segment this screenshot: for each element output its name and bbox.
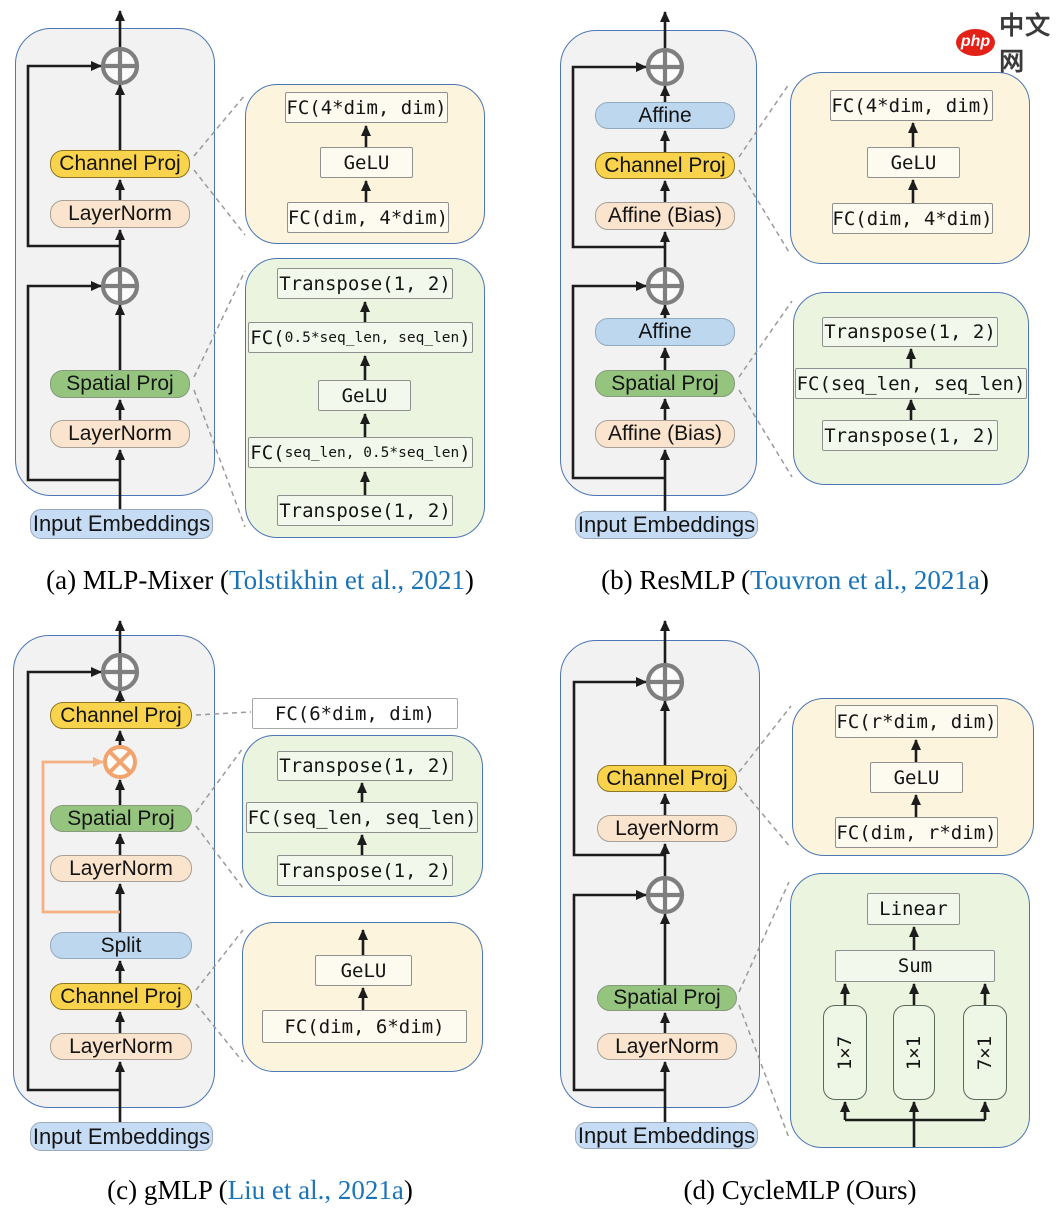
fc-box: FC(dim, 6*dim) [262, 1010, 467, 1043]
wires-b [571, 11, 918, 514]
spatial-proj-d: Spatial Proj [597, 985, 737, 1011]
input-embeddings-d: Input Embeddings [575, 1122, 758, 1149]
layernorm-d-bottom: LayerNorm [597, 1033, 737, 1060]
fc-box: FC(6*dim, dim) [252, 698, 458, 729]
add-node-icon [100, 46, 140, 86]
fc-box: FC(seq_len, 0.5*seq_len) [248, 437, 473, 468]
transpose-box: Transpose(1, 2) [277, 855, 453, 886]
caption-text: (a) MLP-Mixer ( [46, 565, 230, 595]
add-node-icons [100, 46, 685, 915]
channel-proj-c-bottom: Channel Proj [50, 983, 192, 1010]
caption-text: (d) CycleMLP (Ours) [683, 1175, 917, 1205]
layernorm-c-bottom: LayerNorm [50, 1033, 192, 1060]
fc-box: FC(4*dim, dim) [285, 92, 448, 123]
fc-box: FC(r*dim, dim) [835, 705, 998, 738]
caption-text: ) [403, 1175, 413, 1205]
gate-wire-c [41, 757, 120, 914]
mixer-block-d [560, 640, 760, 1108]
channel-proj-c-top: Channel Proj [50, 702, 192, 729]
linear-box: Linear [867, 893, 960, 925]
sum-box: Sum [835, 950, 995, 982]
transpose-box: Transpose(1, 2) [822, 317, 998, 347]
kernel-box-1x7: 1×7 [823, 1005, 867, 1100]
kernel-label: 1×7 [833, 1035, 856, 1070]
kernel-box-1x1: 1×1 [893, 1005, 935, 1100]
caption-text: (b) ResMLP ( [601, 565, 751, 595]
fc-post: ) [459, 326, 471, 349]
transpose-box: Transpose(1, 2) [822, 420, 998, 451]
wires-a [26, 10, 371, 512]
input-embeddings-b: Input Embeddings [575, 511, 758, 539]
fc-box: FC(seq_len, seq_len) [795, 368, 1027, 399]
fc-box: FC(0.5*seq_len, seq_len) [248, 322, 473, 353]
gelu-box: GeLU [318, 380, 411, 411]
fc-box: FC(4*dim, dim) [830, 90, 993, 121]
spatial-proj-c: Spatial Proj [50, 805, 192, 832]
php-cn-logo[interactable]: php 中文网 [956, 6, 1060, 78]
wires-c [26, 620, 368, 1124]
citation-link[interactable]: Touvron et al., 2021a [750, 565, 980, 595]
kernel-label: 7×1 [973, 1035, 996, 1070]
channel-proj-b: Channel Proj [595, 152, 735, 179]
add-node-icon [645, 662, 685, 702]
gelu-box: GeLU [320, 147, 413, 178]
caption-d: (d) CycleMLP (Ours) [545, 1170, 1055, 1208]
caption-a: (a) MLP-Mixer (Tolstikhin et al., 2021) [5, 560, 515, 600]
add-node-icon [645, 875, 685, 915]
split-c: Split [50, 932, 192, 959]
input-embeddings-c: Input Embeddings [30, 1122, 213, 1151]
fc-post: ) [459, 441, 471, 464]
gelu-box: GeLU [870, 762, 963, 793]
fc-pre: FC( [250, 326, 285, 349]
gelu-box: GeLU [315, 955, 412, 986]
multiply-node-icon [103, 745, 137, 779]
layernorm-a-bottom: LayerNorm [50, 420, 190, 448]
spatial-proj-a: Spatial Proj [50, 370, 190, 398]
add-node-icon [645, 47, 685, 87]
caption-b: (b) ResMLP (Touvron et al., 2021a) [545, 560, 1045, 600]
wires-d [572, 620, 990, 1147]
caption-text: (c) gMLP ( [107, 1175, 228, 1205]
transpose-box: Transpose(1, 2) [277, 495, 453, 526]
spatial-proj-b: Spatial Proj [595, 370, 735, 397]
fc-box: FC(dim, 4*dim) [287, 202, 449, 233]
affine-b-top: Affine [595, 102, 735, 129]
add-node-icon [645, 266, 685, 306]
fc-args: 0.5*seq_len, seq_len [284, 329, 460, 346]
caption-text: ) [464, 565, 474, 595]
fc-pre: FC( [250, 441, 285, 464]
layernorm-a-top: LayerNorm [50, 200, 190, 228]
affine-bias-b-bottom: Affine (Bias) [595, 420, 735, 448]
mixer-block-a [15, 28, 215, 496]
channel-proj-a: Channel Proj [50, 150, 190, 178]
fc-args: seq_len, 0.5*seq_len [284, 444, 460, 461]
zoom-connectors [193, 83, 793, 1139]
channel-proj-d: Channel Proj [597, 765, 737, 792]
kernel-box-7x1: 7×1 [963, 1005, 1007, 1100]
citation-link[interactable]: Liu et al., 2021a [227, 1175, 404, 1205]
affine-b-mid: Affine [595, 318, 735, 346]
caption-c: (c) gMLP (Liu et al., 2021a) [5, 1170, 515, 1208]
fc-box: FC(dim, 4*dim) [832, 203, 993, 234]
add-node-icon [100, 266, 140, 306]
kernel-label: 1×1 [902, 1035, 925, 1070]
php-logo-text: 中文网 [999, 12, 1052, 76]
caption-text: ) [979, 565, 989, 595]
transpose-box: Transpose(1, 2) [277, 268, 453, 299]
fc-box: FC(dim, r*dim) [835, 817, 998, 848]
transpose-box: Transpose(1, 2) [277, 751, 453, 781]
gelu-box: GeLU [867, 147, 960, 178]
layernorm-d-top: LayerNorm [597, 815, 737, 842]
php-logo-badge: php [956, 28, 996, 56]
add-node-icon [100, 652, 140, 692]
fc-box: FC(seq_len, seq_len) [246, 802, 478, 833]
input-embeddings-a: Input Embeddings [30, 509, 213, 539]
citation-link[interactable]: Tolstikhin et al., 2021 [229, 565, 465, 595]
affine-bias-b-top: Affine (Bias) [595, 202, 735, 230]
layernorm-c-top: LayerNorm [50, 855, 192, 882]
